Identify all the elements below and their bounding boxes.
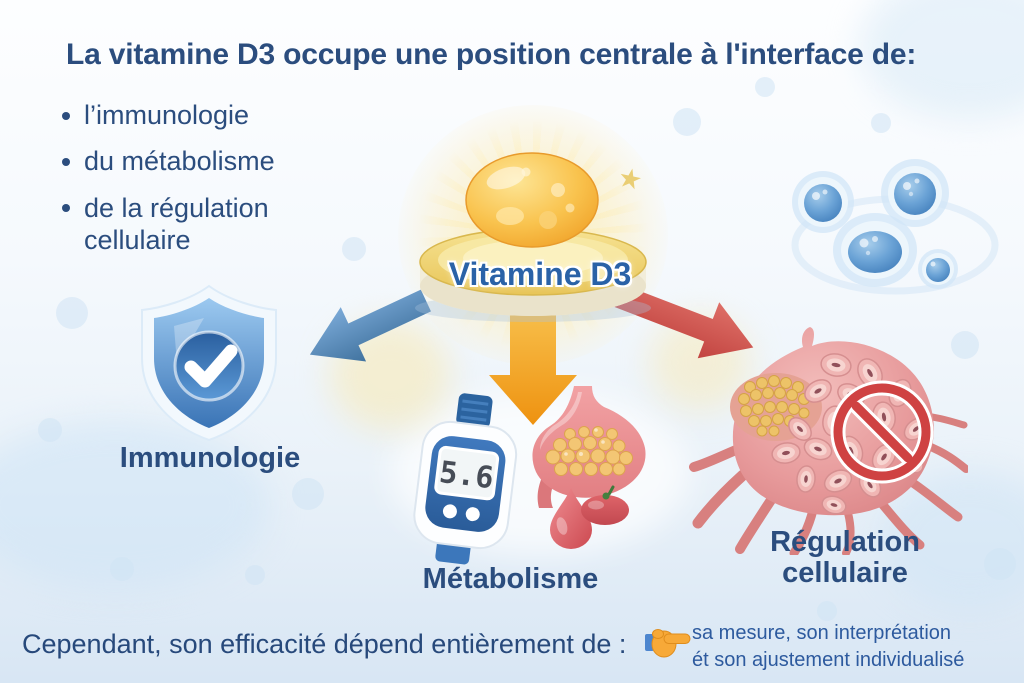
bullet-item: l’immunologie xyxy=(62,100,312,131)
decor-blob xyxy=(673,108,701,136)
bullet-dot xyxy=(62,112,70,120)
decor-blob xyxy=(817,601,837,621)
decor-blob xyxy=(110,557,134,581)
bullet-item: du métabolisme xyxy=(62,146,312,177)
decor-blob xyxy=(951,331,979,359)
metabolism-label: Métabolisme xyxy=(422,563,599,595)
footer-detail-line: ét son ajustement individualisé xyxy=(692,648,965,671)
arrow-to-metabolism-icon xyxy=(489,293,577,425)
pointing-right-hand-icon xyxy=(645,629,691,658)
decor-blob xyxy=(245,565,265,585)
bullet-item: de la régulation cellulaire xyxy=(62,192,312,257)
footer-detail-line: sa mesure, son interprétation xyxy=(692,622,952,644)
vitamin-d3-softgel-icon xyxy=(465,152,599,248)
bullet-dot xyxy=(62,158,70,166)
decor-blob xyxy=(292,478,324,510)
bullet-label: du métabolisme xyxy=(84,146,275,176)
cherry-icon xyxy=(581,485,629,525)
arrow-to-immunology-icon xyxy=(309,289,431,362)
center-label: Vitamine D3 xyxy=(448,256,632,292)
decor-blob xyxy=(342,237,366,261)
cell-regulation-label: Régulation cellulaire xyxy=(770,526,920,590)
arrow-to-cell-regulation-icon xyxy=(614,284,754,359)
blue-cells-icon xyxy=(791,159,999,295)
decor-blob xyxy=(755,77,775,97)
decor-blob xyxy=(38,418,62,442)
shield-check-icon xyxy=(141,284,277,442)
glucometer-icon: 5.6 xyxy=(413,393,518,565)
bullet-label: de la régulation cellulaire xyxy=(84,193,269,256)
tumor-cells-icon xyxy=(689,327,968,555)
immunology-label: Immunologie xyxy=(119,442,301,474)
page-title: La vitamine D3 occupe une position centr… xyxy=(66,38,917,71)
decor-blob xyxy=(56,297,88,329)
decor-blob xyxy=(871,113,891,133)
decor-blob xyxy=(984,548,1016,580)
podium-icon xyxy=(415,228,651,322)
prohibition-sign-icon xyxy=(830,380,934,484)
blood-drop-icon xyxy=(550,488,592,549)
glucometer-reading: 5.6 xyxy=(437,455,495,496)
footer-lead-text: Cependant, son efficacité dépend entière… xyxy=(22,629,627,659)
footer-detail-text: sa mesure, son interprétation ét son aju… xyxy=(692,620,964,674)
decor-wash xyxy=(0,420,270,590)
stomach-icon xyxy=(532,386,646,508)
bullet-dot xyxy=(62,204,70,212)
bullet-list: l’immunologie du métabolisme de la régul… xyxy=(62,100,312,272)
bullet-label: l’immunologie xyxy=(84,100,250,130)
